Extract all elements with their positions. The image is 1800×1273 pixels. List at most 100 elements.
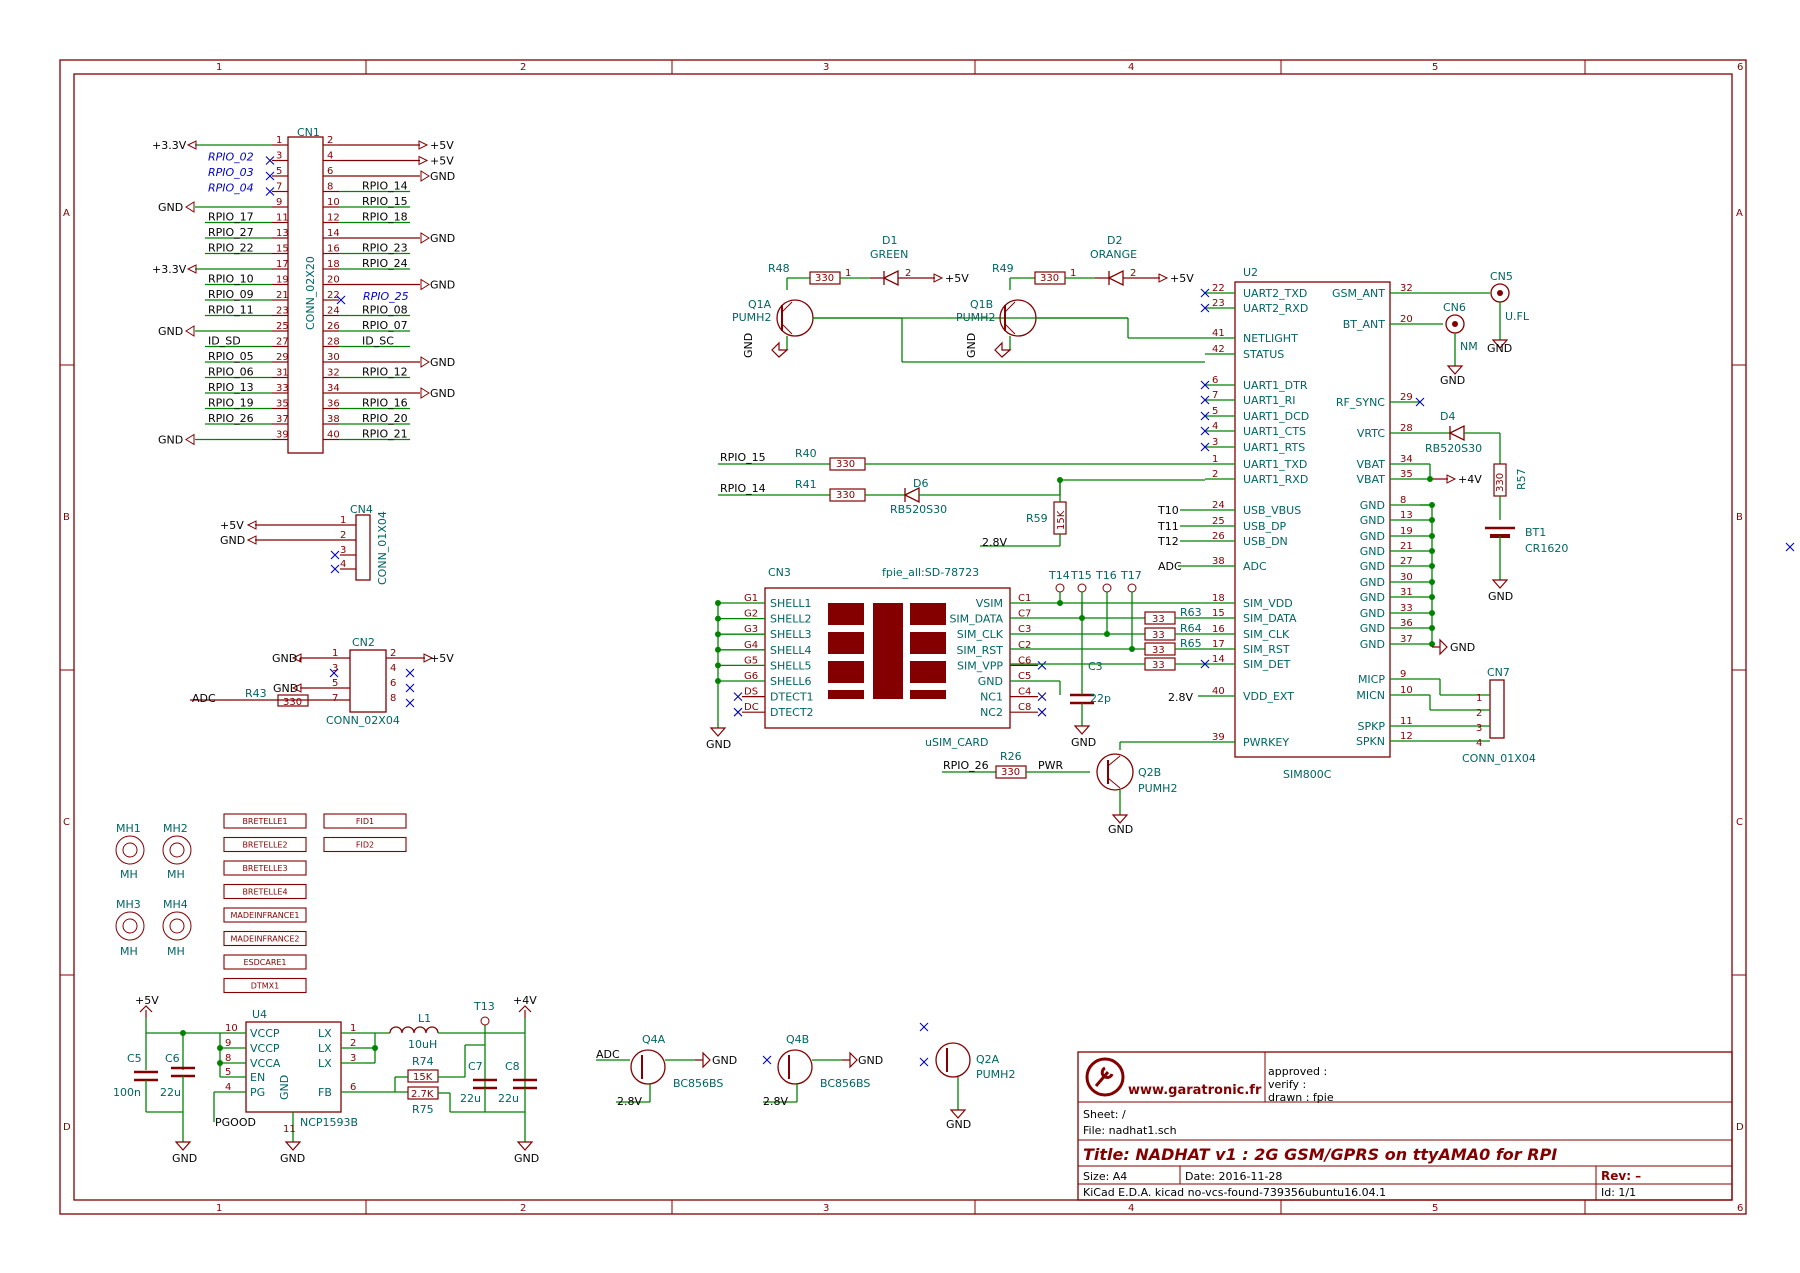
mh3-ref: MH3 — [116, 898, 141, 911]
cn1-pin-30: 30 — [327, 352, 340, 363]
cn3-value: uSIM_CARD — [925, 736, 989, 749]
cn1-left-net: RPIO_05 — [208, 350, 254, 363]
c6-value: 22u — [160, 1086, 181, 1099]
r26-ref: R26 — [1000, 750, 1022, 763]
u2-pin-num: 16 — [1212, 624, 1225, 635]
col-label-top-3: 3 — [823, 62, 829, 73]
cn1-pin-13: 13 — [276, 228, 289, 239]
row-label-right-d: D — [1736, 1122, 1744, 1133]
u4-pin-num: 5 — [225, 1067, 231, 1078]
u2-pin-name: USB_VBUS — [1243, 504, 1301, 517]
q1b-value: PUMH2 — [956, 311, 995, 324]
q4b-value: BC856BS — [820, 1077, 870, 1090]
cn1-pin-29: 29 — [276, 352, 289, 363]
rpio14-label: RPIO_14 — [720, 482, 766, 495]
u2-gnd-label: GND — [1450, 641, 1475, 654]
r49-value: 330 — [1040, 273, 1059, 284]
cn1-left-net: RPIO_17 — [208, 211, 254, 224]
u4-pin-num: 4 — [225, 1082, 231, 1093]
u2-pin-name: VBAT — [1357, 473, 1386, 486]
r59-28v-label: 2.8V — [982, 536, 1007, 549]
q1a-gnd-label: GND — [742, 333, 755, 358]
cn3-pin-num: C6 — [1018, 655, 1031, 666]
cn1-pin-37: 37 — [276, 414, 289, 425]
cn1-nc-marker — [265, 171, 275, 181]
u2-pin-name: UART1_CTS — [1243, 425, 1306, 438]
d4-value: RB520S30 — [1425, 442, 1482, 455]
u4-pin-name: FB — [318, 1086, 332, 1099]
u2-pin-name: GND — [1360, 622, 1385, 635]
u2-pin-name: UART1_RXD — [1243, 473, 1308, 486]
u2-pin-num: 33 — [1400, 603, 1413, 614]
q2a-value: PUMH2 — [976, 1068, 1015, 1081]
logo-box-label: MADEINFRANCE1 — [231, 911, 300, 920]
row-label-left-d: D — [63, 1122, 71, 1133]
r57-ref: R57 — [1515, 468, 1528, 490]
cn1-pin-3: 3 — [276, 151, 282, 162]
cn7-value: CONN_01X04 — [1462, 752, 1536, 765]
col-label-top-1: 1 — [216, 62, 222, 73]
u4-pin-name: VCCA — [250, 1057, 281, 1070]
title-date: Date: 2016-11-28 — [1185, 1170, 1282, 1183]
u4-gnd-pin-num: 11 — [283, 1124, 296, 1135]
u2-pin-num: 19 — [1400, 526, 1413, 537]
row-label-left-a: A — [63, 208, 70, 219]
cn7-ref: CN7 — [1487, 666, 1510, 679]
title-block: www.garatronic.fr approved : verify : dr… — [1077, 1051, 1733, 1201]
u2-pin-num: 36 — [1400, 618, 1413, 629]
cn1-left-net: RPIO_03 — [208, 166, 254, 179]
r59-ref: R59 — [1026, 512, 1048, 525]
logo-box — [223, 977, 307, 994]
u2-pin-num: 15 — [1212, 608, 1225, 619]
cn5-ref: CN5 — [1490, 270, 1513, 283]
u2-pin-name: VDD_EXT — [1243, 690, 1294, 703]
test-point — [1102, 583, 1112, 593]
t13-ref: T13 — [473, 1000, 495, 1013]
test-point-ref: T15 — [1070, 569, 1092, 582]
u2-pin-name: GND — [1360, 530, 1385, 543]
svg-text:7: 7 — [332, 693, 338, 704]
cn1-pin-26: 26 — [327, 321, 340, 332]
test-point-ref: T17 — [1120, 569, 1142, 582]
cn4-pin-2: 2 — [340, 530, 346, 541]
cn3-pin-num: G1 — [744, 593, 758, 604]
cn4-net-gnd: GND — [220, 534, 245, 547]
cn1-pin-4: 4 — [327, 151, 333, 162]
r75-value: 2.7K — [411, 1089, 434, 1100]
u4-pin-name: LX — [318, 1042, 332, 1055]
garatronic-logo-icon — [1085, 1057, 1125, 1097]
c5-value: 100n — [113, 1086, 141, 1099]
mh2-value: MH — [167, 868, 185, 881]
cn5-gnd-label: GND — [1487, 342, 1512, 355]
cn3-pin-num: C2 — [1018, 640, 1031, 651]
svg-text:2: 2 — [905, 268, 911, 279]
u2-pin-num: 27 — [1400, 556, 1413, 567]
u2-pin-num: 20 — [1400, 314, 1413, 325]
cn1-left-net: GND — [158, 434, 183, 447]
u2-pin-num: 32 — [1400, 283, 1413, 294]
q2b-gnd-label: GND — [1108, 823, 1133, 836]
u2-pin-num: 6 — [1212, 375, 1218, 386]
mounting-holes: MH1 MH MH2 MH MH3 MH MH4 MH — [115, 822, 192, 958]
l1-value: 10uH — [408, 1038, 437, 1051]
u2-pin-name: VRTC — [1357, 427, 1385, 440]
q2a-gnd-label: GND — [946, 1118, 971, 1131]
u2-pin-num: 28 — [1400, 423, 1413, 434]
r75-ref: R75 — [412, 1103, 434, 1116]
u2-usb-test-point: T12 — [1157, 535, 1179, 548]
col-label-top-4: 4 — [1128, 62, 1134, 73]
fiducial-box — [323, 836, 407, 853]
u2-pin-num: 5 — [1212, 406, 1218, 417]
c8-value: 22u — [498, 1092, 519, 1105]
c6-ref: C6 — [165, 1052, 180, 1065]
cn4-nc-marker-3 — [330, 550, 340, 560]
u2-pin-num: 39 — [1212, 732, 1225, 743]
u4-value: NCP1593B — [300, 1116, 358, 1129]
cn2-net-gnd: GND — [272, 652, 297, 665]
logo-box — [223, 907, 307, 923]
col-label-bottom-2: 2 — [520, 1203, 526, 1214]
u4-gnd-pin-name: GND — [278, 1075, 291, 1100]
mh2-ref: MH2 — [163, 822, 188, 835]
row-label-left-c: C — [63, 817, 70, 828]
